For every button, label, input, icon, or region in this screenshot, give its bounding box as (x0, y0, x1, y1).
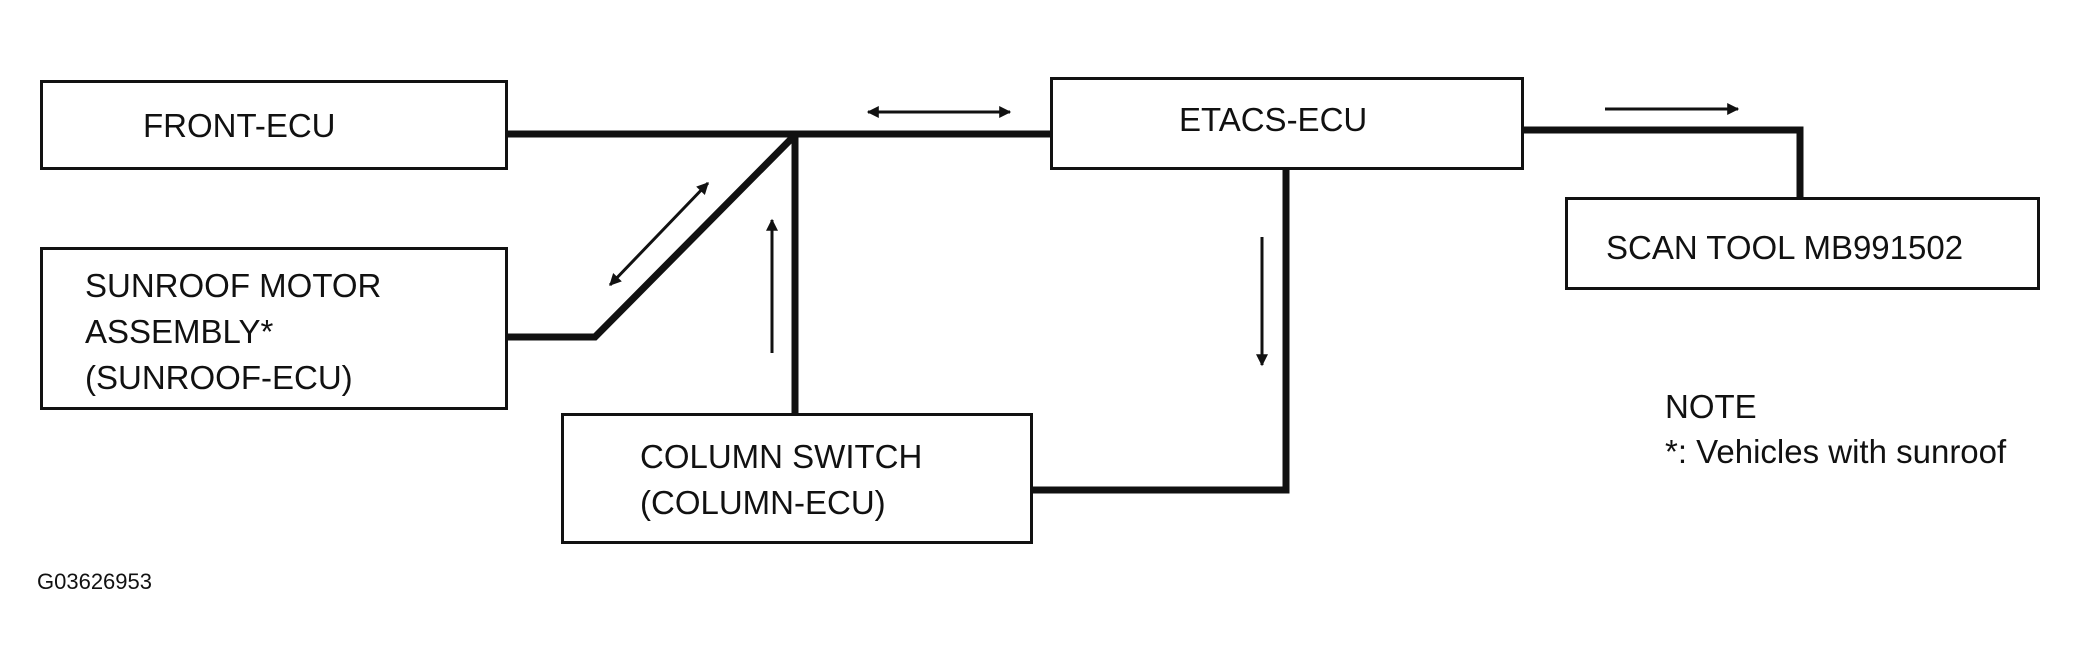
sunroof-label-line2: ASSEMBLY* (85, 313, 274, 350)
etacs-ecu-box: ETACS-ECU (1050, 77, 1524, 170)
etacs-ecu-label: ETACS-ECU (1179, 101, 1368, 138)
arrow-sunroof-bus (608, 181, 710, 287)
figure-code: G03626953 (37, 569, 152, 594)
sunroof-label-line1: SUNROOF MOTOR (85, 267, 382, 304)
sunroof-label-line3: (SUNROOF-ECU) (85, 359, 353, 396)
bus-line-sunroof (508, 131, 799, 341)
bus-line-etacs-column (1033, 170, 1290, 494)
note-text: *: Vehicles with sunroof (1665, 433, 2007, 470)
column-switch-box: COLUMN SWITCH (COLUMN-ECU) (561, 413, 1033, 544)
front-ecu-label: FRONT-ECU (143, 107, 336, 144)
scan-tool-box: SCAN TOOL MB991502 (1565, 197, 2040, 290)
column-switch-label-line2: (COLUMN-ECU) (640, 484, 886, 521)
sunroof-motor-box: SUNROOF MOTOR ASSEMBLY* (SUNROOF-ECU) (40, 247, 508, 410)
front-ecu-box: FRONT-ECU (40, 80, 508, 170)
scan-tool-label: SCAN TOOL MB991502 (1606, 229, 1964, 266)
bus-line-scan-tool (1524, 126, 1804, 197)
column-switch-label-line1: COLUMN SWITCH (640, 438, 923, 475)
note-title: NOTE (1665, 388, 1757, 425)
